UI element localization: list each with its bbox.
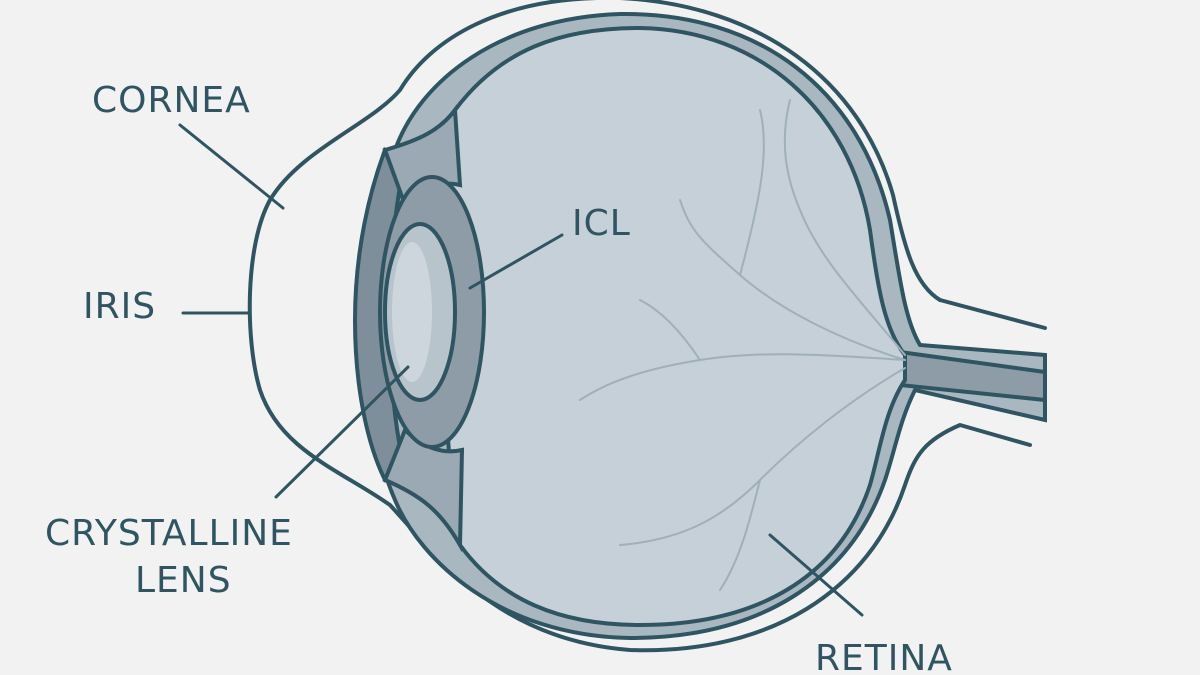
label-crystalline-lens-line2: LENS [135, 560, 232, 601]
retinal-vessel [639, 299, 701, 361]
label-retina: RETINA [815, 638, 953, 675]
optic-nerve-top [938, 298, 1047, 330]
label-cornea: CORNEA [92, 80, 251, 121]
label-crystalline-lens-line1: CRYSTALLINE [45, 513, 293, 554]
icl-leader [468, 233, 564, 290]
retina-leader [768, 533, 864, 617]
label-icl: ICL [572, 203, 631, 244]
retinal-vessel [739, 109, 765, 276]
label-iris: IRIS [83, 286, 156, 327]
retinal-vessel [719, 479, 761, 591]
crystalline-lens-leader [274, 365, 410, 499]
outer-eye-wall [247, 0, 1032, 653]
retinal-vessel [679, 199, 906, 361]
cornea-leader [178, 123, 285, 210]
retinal-vessel [783, 99, 906, 356]
retinal-vessel [579, 353, 906, 401]
lens-highlight [392, 242, 432, 382]
